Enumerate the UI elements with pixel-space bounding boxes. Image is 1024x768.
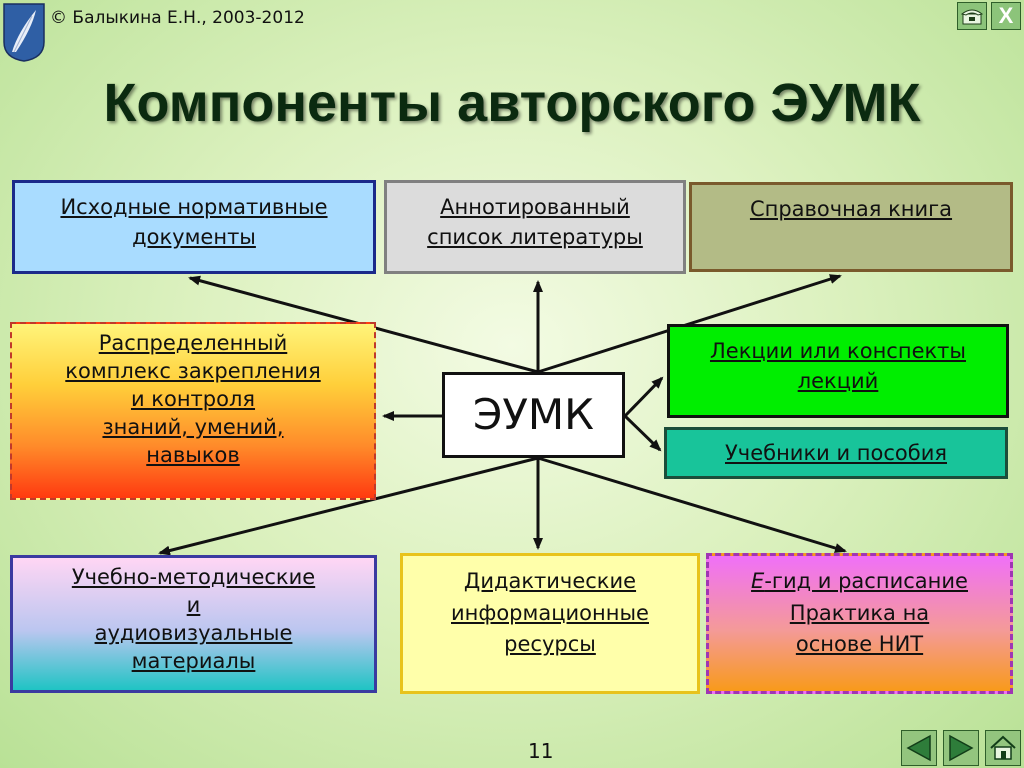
box-reference-book[interactable]: Справочная книга <box>689 182 1013 272</box>
phone-icon <box>961 9 983 25</box>
box-lectures-line2: лекций <box>797 368 879 393</box>
triangle-left-icon <box>906 734 931 762</box>
arrow-to-textbooks <box>623 414 662 452</box>
box-distributed-complex[interactable]: Распределенный комплекс закрепления и ко… <box>10 322 376 500</box>
box-lectures[interactable]: Лекции или конспекты лекций <box>667 324 1009 418</box>
box-egid-line2: Практика на <box>789 600 930 625</box>
close-icon: X <box>998 3 1014 28</box>
phone-button[interactable] <box>957 2 987 30</box>
box-annotated-line2: список литературы <box>427 224 643 249</box>
box-distributed-line2: комплекс закрепления <box>65 358 321 383</box>
box-egid-line3: основе НИТ <box>795 632 924 656</box>
arrow-to-egid <box>537 456 847 553</box>
page-title: Компоненты авторского ЭУМК <box>103 73 921 133</box>
box-distributed-line5: навыков <box>146 442 240 467</box>
arrow-to-lectures <box>623 376 664 418</box>
box-textbooks-line1: Учебники и пособия <box>725 441 947 465</box>
next-slide-button[interactable] <box>943 730 979 766</box>
box-reference-line1: Справочная книга <box>749 197 953 221</box>
home-button[interactable] <box>985 730 1021 766</box>
arrow-to-multimedia <box>158 456 539 556</box>
box-didactic-line3: ресурсы <box>504 632 596 656</box>
box-annotated-literature[interactable]: Аннотированный список литературы <box>384 180 686 274</box>
box-egid-line1: E-гид и расписание <box>751 569 968 593</box>
box-normative-line1: Исходные нормативные <box>60 195 328 219</box>
page-number: 11 <box>528 739 554 763</box>
logo-quill-icon <box>2 2 46 62</box>
box-multimedia-line3: аудиовизуальные <box>94 621 293 646</box>
center-node-label: ЭУМК <box>473 390 594 439</box>
box-egid-schedule[interactable]: E-гид и расписание Практика на основе НИ… <box>706 553 1013 694</box>
box-multimedia-line4: материалы <box>131 649 256 674</box>
box-didactic-resources[interactable]: Дидактические информационные ресурсы <box>400 553 700 694</box>
box-multimedia-materials[interactable]: Учебно-методические и аудиовизуальные ма… <box>10 555 377 693</box>
box-lectures-line1: Лекции или конспекты <box>709 339 966 363</box>
box-annotated-line1: Аннотированный <box>440 195 630 219</box>
box-multimedia-line1: Учебно-методические <box>71 565 316 589</box>
box-didactic-line2: информационные <box>451 600 649 625</box>
box-multimedia-line2: и <box>186 593 201 618</box>
triangle-right-icon <box>949 734 974 762</box>
prev-slide-button[interactable] <box>901 730 937 766</box>
close-button[interactable]: X <box>991 2 1021 30</box>
box-didactic-line1: Дидактические <box>463 569 637 593</box>
box-egid-prefix: E <box>751 569 765 593</box>
box-textbooks[interactable]: Учебники и пособия <box>664 427 1008 479</box>
copyright-text: © Балыкина Е.Н., 2003-2012 <box>50 8 305 28</box>
box-distributed-line3: и контроля <box>130 386 256 411</box>
box-normative-line2: документы <box>132 224 256 249</box>
box-egid-line1-rest: -гид и расписание <box>764 569 968 593</box>
box-distributed-line4: знаний, умений, <box>102 414 284 439</box>
box-distributed-line1: Распределенный <box>98 331 288 355</box>
center-node-eumk: ЭУМК <box>442 372 625 458</box>
box-normative-documents[interactable]: Исходные нормативные документы <box>12 180 376 274</box>
home-icon <box>990 735 1016 760</box>
